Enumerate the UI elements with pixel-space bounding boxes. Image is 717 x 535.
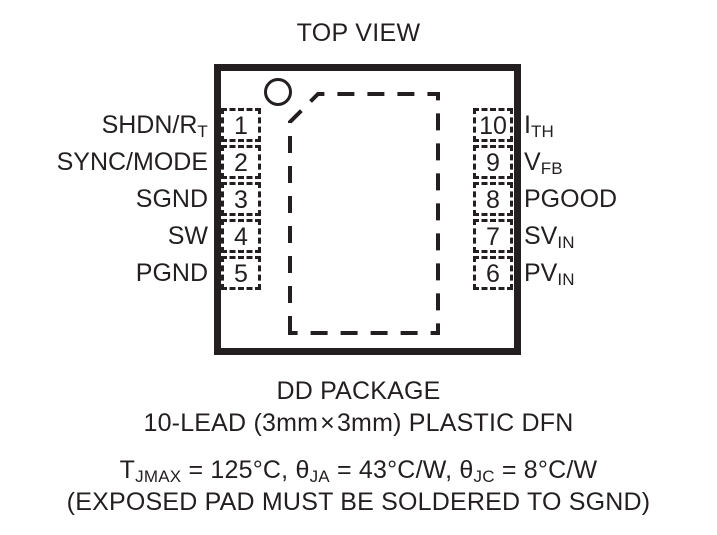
pin-name-subscript: FB xyxy=(540,159,563,179)
pin-pad-1: 1 xyxy=(221,108,261,142)
pin-pad-3: 3 xyxy=(221,182,261,216)
pin-label-4: SW xyxy=(168,219,208,253)
package-size-caption: 10-LEAD (3mm×3mm) PLASTIC DFN xyxy=(0,410,717,436)
tjmax-value: = 125°C, xyxy=(181,456,296,484)
pin-name-text: SV xyxy=(524,222,558,250)
pin-name-text: SW xyxy=(167,222,208,250)
theta-ja-subscript: JA xyxy=(309,467,330,487)
pin-pad-2: 2 xyxy=(221,145,261,179)
pin-one-indicator-icon xyxy=(264,78,292,106)
pin-name-text: I xyxy=(524,111,531,139)
tjmax-symbol: T xyxy=(119,456,136,484)
pin-label-2: SYNC/MODE xyxy=(57,145,208,179)
pin-name-subscript: T xyxy=(197,122,208,142)
theta-jc-subscript: JC xyxy=(473,467,495,487)
pin-pad-7: 7 xyxy=(473,219,513,253)
pin-pad-8: 8 xyxy=(473,182,513,216)
pin-name-text: SYNC/MODE xyxy=(56,148,208,176)
thermal-spec-caption: TJMAX = 125°C, θJA = 43°C/W, θJC = 8°C/W xyxy=(0,456,717,487)
package-size-prefix: 10-LEAD (3mm xyxy=(143,409,319,437)
pin-name-text: SHDN/R xyxy=(101,111,198,139)
pin-pad-9: 9 xyxy=(473,145,513,179)
tjmax-subscript: JMAX xyxy=(135,467,182,487)
pin-label-8: PGOOD xyxy=(524,182,617,216)
pin-name-subscript: IN xyxy=(557,233,575,253)
pin-pad-6: 6 xyxy=(473,256,513,290)
pin-name-subscript: IN xyxy=(557,270,575,290)
pin-label-3: SGND xyxy=(136,182,208,216)
pin-name-text: SGND xyxy=(135,185,208,213)
pin-pad-5: 5 xyxy=(221,256,261,290)
package-size-suffix: 3mm) PLASTIC DFN xyxy=(336,409,574,437)
package-outline xyxy=(214,64,521,355)
theta-ja-value: = 43°C/W, xyxy=(329,456,460,484)
exposed-pad-outline xyxy=(288,92,440,335)
pin-label-7: SVIN xyxy=(524,219,575,256)
pin-label-10: ITH xyxy=(524,108,554,145)
top-view-title: TOP VIEW xyxy=(296,19,421,47)
pin-name-text: PGOOD xyxy=(524,185,618,213)
multiply-sign: × xyxy=(320,409,335,437)
pin-label-1: SHDN/RT xyxy=(102,108,208,145)
pin-pad-10: 10 xyxy=(473,108,513,142)
theta-jc-symbol: θ xyxy=(459,456,474,484)
pin-label-6: PVIN xyxy=(524,256,575,293)
theta-ja-symbol: θ xyxy=(295,456,310,484)
pin-name-text: PGND xyxy=(135,259,208,287)
exposed-pad-note: (EXPOSED PAD MUST BE SOLDERED TO SGND) xyxy=(66,488,651,516)
pin-name-text: PV xyxy=(524,259,558,287)
pin-pad-4: 4 xyxy=(221,219,261,253)
pin-name-subscript: TH xyxy=(530,122,555,142)
theta-jc-value: = 8°C/W xyxy=(494,456,598,484)
package-name-caption: DD PACKAGE xyxy=(276,377,441,405)
pin-label-9: VFB xyxy=(524,145,563,182)
pin-label-5: PGND xyxy=(136,256,208,290)
pin-name-text: V xyxy=(524,148,541,176)
exposed-pad-shape xyxy=(288,92,440,335)
